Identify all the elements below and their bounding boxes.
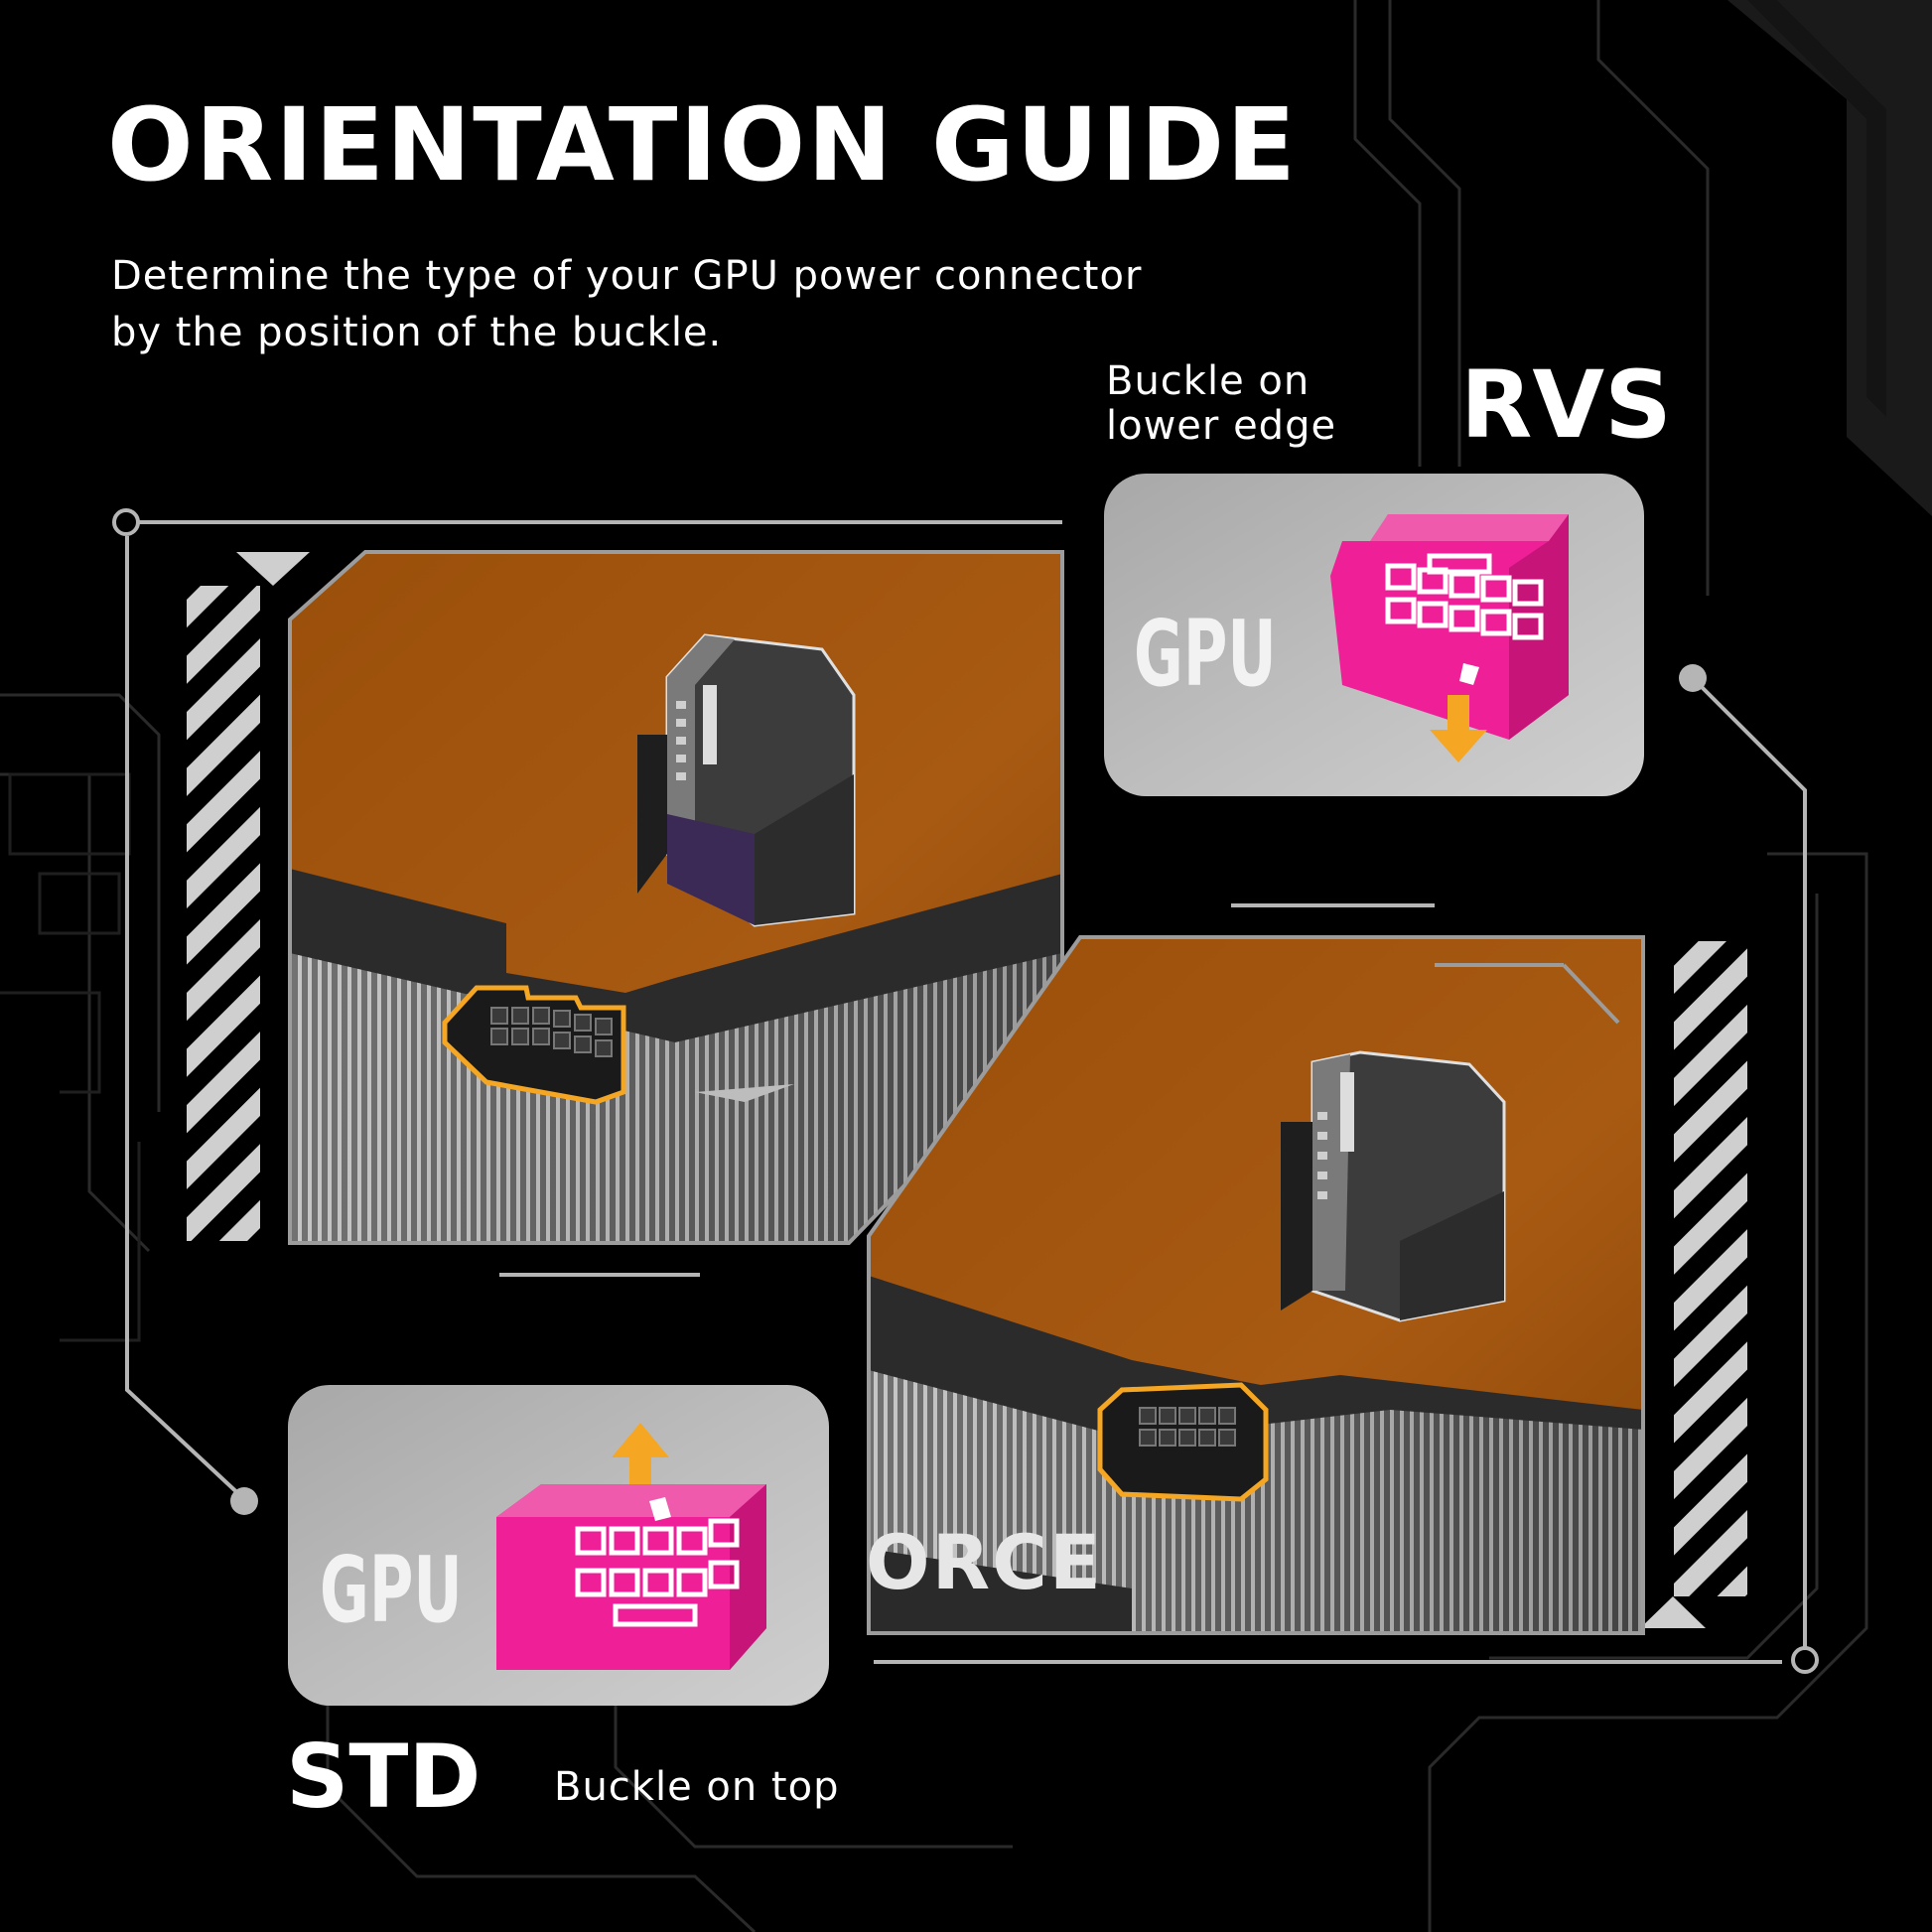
- rvs-description: Buckle on lower edge: [1106, 358, 1337, 449]
- rvs-connector-icon: [1330, 514, 1569, 740]
- page-subtitle: Determine the type of your GPU power con…: [111, 253, 1143, 355]
- connector-plug-render: [637, 633, 856, 927]
- arrow-up-icon: [612, 1423, 669, 1494]
- std-connector-icon: [496, 1484, 766, 1670]
- connector-node: [1791, 1646, 1819, 1674]
- std-label: STD: [286, 1725, 482, 1828]
- connector-dot: [1679, 664, 1707, 692]
- std-gpu-label: GPU: [320, 1537, 463, 1643]
- socket-highlight: [442, 985, 626, 1105]
- arrow-down-icon: [1430, 695, 1487, 762]
- page-title: ORIENTATION GUIDE: [107, 86, 1298, 205]
- std-description: Buckle on top: [554, 1764, 840, 1810]
- rvs-label: RVS: [1460, 351, 1672, 460]
- connector-plug-render: [1281, 1050, 1506, 1322]
- connector-dot: [230, 1487, 258, 1515]
- connector-node: [112, 508, 140, 536]
- card-branding-text: ORCE: [866, 1518, 1103, 1606]
- socket-highlight: [1097, 1382, 1269, 1502]
- rvs-gpu-label: GPU: [1134, 601, 1277, 707]
